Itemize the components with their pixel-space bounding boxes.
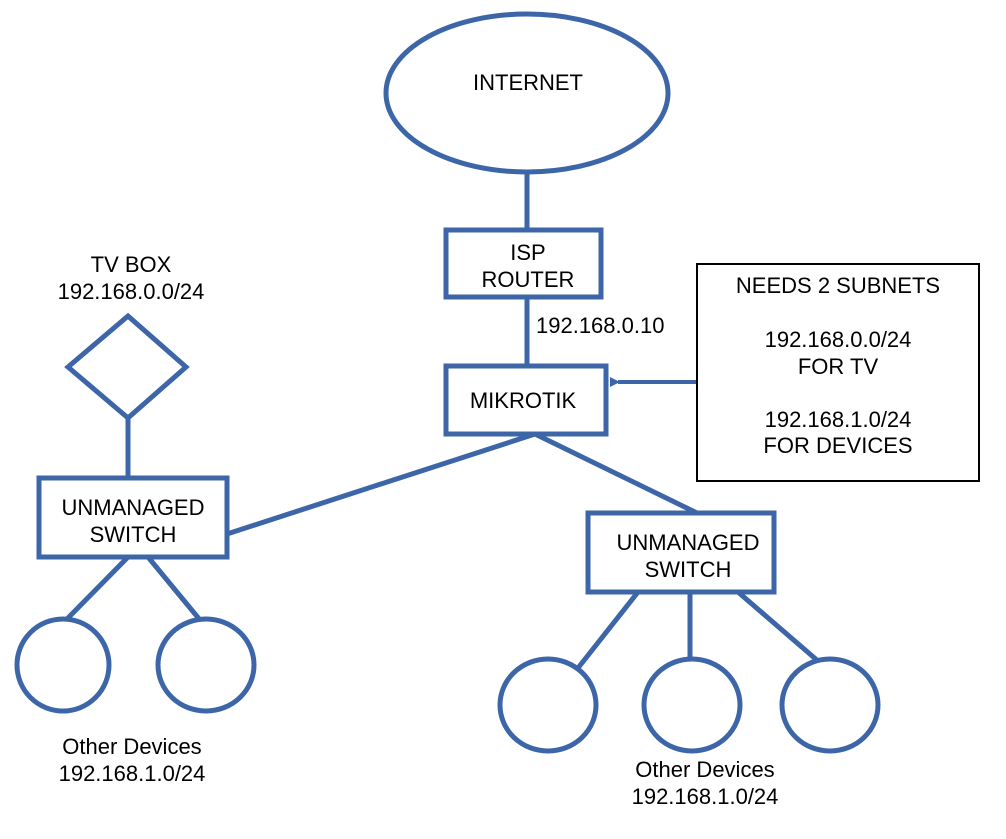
note-subnet-devices-label: FOR DEVICES — [763, 433, 912, 458]
link-right-switch-device-1 — [576, 590, 640, 670]
note-title: NEEDS 2 SUBNETS — [736, 273, 940, 298]
link-mikrotik-left-switch — [226, 431, 536, 537]
right-switch-box — [585, 510, 777, 595]
internet-label: INTERNET — [473, 70, 583, 95]
left-devices-subnet: 192.168.1.0/24 — [59, 761, 206, 786]
tv-box-subnet: 192.168.0.0/24 — [58, 279, 205, 304]
note-subnet-tv: 192.168.0.0/24 — [765, 327, 912, 352]
tv-box-diamond — [64, 312, 190, 422]
tv-box-name: TV BOX — [91, 252, 172, 277]
isp-router-box — [443, 227, 604, 300]
isp-router-label-line2: ROUTER — [482, 267, 575, 292]
link-mikrotik-right-switch — [533, 431, 699, 516]
left-switch-box — [36, 475, 230, 560]
tv-box-node: TV BOX 192.168.0.0/24 — [58, 252, 205, 422]
subnet-note: NEEDS 2 SUBNETS 192.168.0.0/24 FOR TV 19… — [696, 263, 980, 482]
internet-node: INTERNET — [383, 11, 671, 175]
internet-ellipse — [383, 11, 671, 175]
right-device-1 — [497, 656, 599, 754]
mikrotik-label: MIKROTIK — [470, 388, 577, 413]
left-switch-node: UNMANAGED SWITCH — [36, 475, 230, 560]
note-subnet-tv-label: FOR TV — [798, 354, 879, 379]
right-switch-node: UNMANAGED SWITCH — [585, 510, 777, 595]
right-switch-label-line2: SWITCH — [645, 557, 732, 582]
right-device-3 — [779, 656, 881, 754]
isp-link-ip-label: 192.168.0.10 — [536, 313, 664, 338]
right-devices-label: Other Devices — [635, 757, 774, 782]
left-devices-label: Other Devices — [62, 734, 201, 759]
subnet-note-box — [696, 263, 980, 482]
right-device-2 — [641, 656, 743, 754]
mikrotik-node: MIKROTIK — [443, 363, 609, 437]
note-subnet-devices: 192.168.1.0/24 — [765, 407, 912, 432]
link-right-switch-device-3 — [736, 590, 820, 663]
mikrotik-box — [443, 363, 609, 437]
right-switch-label-line1: UNMANAGED — [616, 530, 759, 555]
left-device-1 — [14, 616, 112, 714]
left-switch-label-line1: UNMANAGED — [61, 495, 204, 520]
left-device-2 — [155, 616, 257, 714]
right-devices-subnet: 192.168.1.0/24 — [632, 784, 779, 809]
link-left-switch-device-1 — [64, 555, 130, 622]
isp-router-node: ISP ROUTER — [443, 227, 604, 300]
left-switch-label-line2: SWITCH — [90, 522, 177, 547]
isp-router-label-line1: ISP — [510, 240, 545, 265]
link-left-switch-device-2 — [146, 555, 202, 622]
